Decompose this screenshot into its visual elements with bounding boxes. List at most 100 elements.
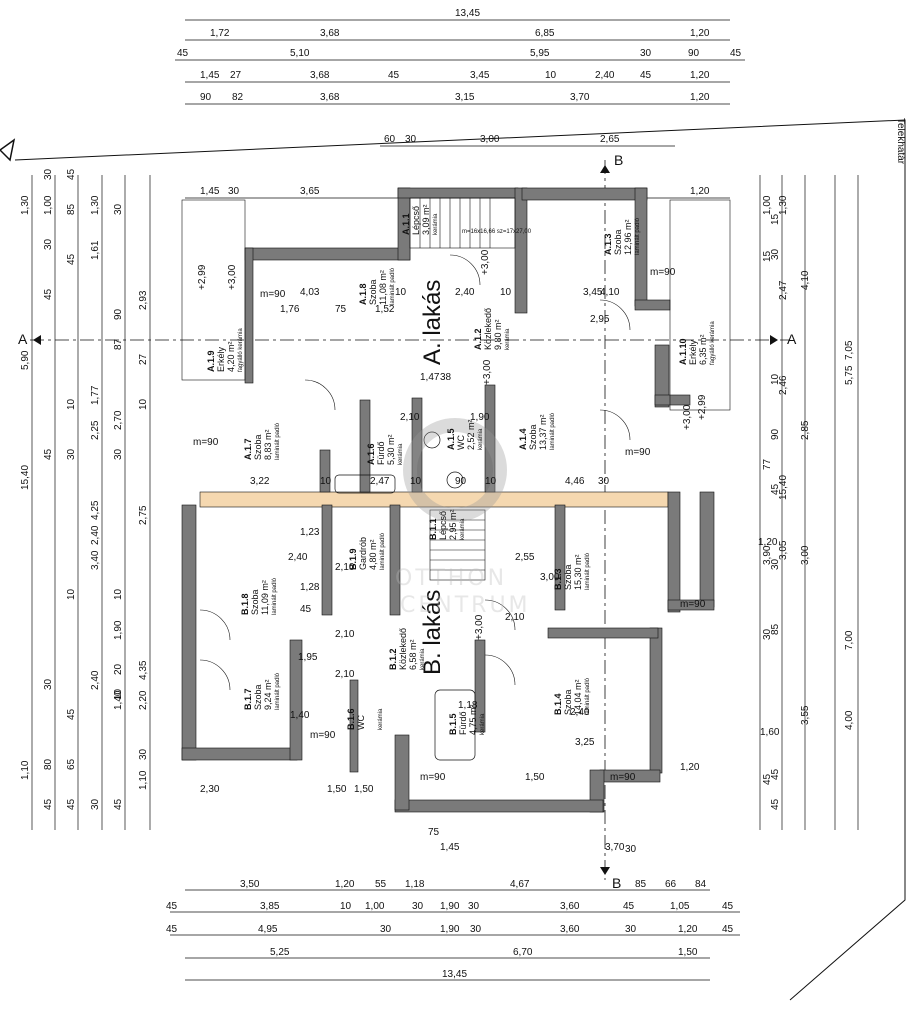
left-dim-value: 3,40	[90, 550, 101, 570]
left-dimensions	[31, 175, 151, 830]
level-value: +3,00	[682, 404, 693, 430]
room-floor: laminált padló	[390, 267, 396, 305]
room-name: Közlekedő	[483, 308, 493, 350]
room-code: A.1.3	[603, 233, 613, 255]
level-value: +2,99	[197, 264, 208, 290]
top-dim-value: 90	[200, 92, 212, 103]
left-dim-value: 30	[113, 203, 124, 215]
level-value: +2,99	[697, 394, 708, 420]
room-floor: kerámia	[460, 518, 466, 540]
room-code: B.1.4	[553, 693, 563, 715]
room-area: 9,80 m²	[493, 319, 503, 350]
room-area: 2,52 m²	[466, 419, 476, 450]
left-dim-value: 20	[113, 663, 124, 675]
section-a-arrow-left	[33, 335, 41, 345]
bottom-dim-value: 1,90	[440, 901, 460, 912]
inner-dim-value: 3,00	[540, 572, 560, 583]
bottom-dim-value: 3,50	[240, 879, 260, 890]
left-dim-value: 30	[43, 678, 54, 690]
room-code: B.1.8	[240, 593, 250, 615]
room-name: Szoba	[528, 424, 538, 450]
top-dim-value: 30	[228, 186, 240, 197]
left-dim-value: 80	[43, 758, 54, 770]
top-dim-value: 3,70	[570, 92, 590, 103]
top-dim-value: 3,68	[310, 70, 330, 81]
room-code: A.1.4	[518, 428, 528, 450]
inner-dim-value: 4,10	[600, 287, 620, 298]
left-dim-value: 1,61	[90, 240, 101, 260]
room-code: A.1.1	[401, 213, 411, 235]
section-b-arrow-top	[600, 165, 610, 173]
door-mark: m=90	[420, 772, 446, 783]
top-dim-value: 45	[177, 48, 189, 59]
inner-dim-value: 1,50	[327, 784, 347, 795]
inner-dim-value: 2,10	[400, 412, 420, 423]
left-dim-value: 10	[113, 588, 124, 600]
room-floor: kerámia	[505, 328, 511, 350]
property-boundary	[14, 119, 906, 1001]
left-dim-value: 30	[138, 748, 149, 760]
room-code: A.1.5	[446, 428, 456, 450]
inner-dim-value: 45	[300, 604, 312, 615]
inner-dim-value: 10	[485, 476, 497, 487]
left-dim-value: 10	[66, 398, 77, 410]
door-mark: m=90	[625, 447, 651, 458]
left-dim-value: 1,10	[20, 760, 31, 780]
inner-dim-value: 1,47	[420, 372, 440, 383]
left-dim-value: 45	[43, 288, 54, 300]
inner-dim-value: 2,10	[335, 669, 355, 680]
right-dim-value: 4,10	[800, 270, 811, 290]
right-dim-value: 85	[770, 623, 781, 635]
inner-dim-value: 1,95	[298, 652, 318, 663]
room-name: Lépcső	[438, 511, 448, 540]
left-dim-value: 27	[138, 353, 149, 365]
room-name: Szoba	[613, 229, 623, 255]
top-dim-value: 45	[640, 70, 652, 81]
inner-dim-value: 30	[598, 476, 610, 487]
left-dim-value: 45	[113, 798, 124, 810]
bottom-dim-value: 66	[665, 879, 677, 890]
room-code: A.1.9	[206, 350, 216, 372]
inner-dim-value: 10	[410, 476, 422, 487]
left-dim-value: 45	[66, 168, 77, 180]
room-floor: fagyálló kerámia	[710, 321, 716, 365]
inner-dim-value: 1,50	[354, 784, 374, 795]
room-floor: laminált padló	[272, 577, 278, 615]
bottom-dim-value: 10	[340, 901, 352, 912]
room-area: 15,30 m²	[573, 554, 583, 590]
left-dim-value: 2,70	[113, 410, 124, 430]
left-dim-value: 1,90	[113, 620, 124, 640]
room-area: 14,04 m²	[573, 679, 583, 715]
left-dim-value: 5,90	[20, 350, 31, 370]
right-dim-value: 2,46	[778, 375, 789, 395]
room-area: 13,37 m²	[538, 414, 548, 450]
left-dim-value: 2,40	[90, 670, 101, 690]
right-dim-value: 1,30	[778, 195, 789, 215]
bottom-dim-value: 45	[623, 901, 635, 912]
top-dim-value: 3,68	[320, 28, 340, 39]
toilet-icon	[446, 471, 464, 489]
right-dim-value: 7,00	[844, 630, 855, 650]
watermark-line1: OTTHON	[395, 566, 507, 591]
room-code: B.1.1	[428, 518, 438, 540]
room-name: Szoba	[253, 434, 263, 460]
room-floor: kerámia	[433, 213, 439, 235]
room-floor: laminált padló	[275, 672, 281, 710]
north-arrow-icon	[0, 138, 16, 162]
inner-dim-value: 1,28	[300, 582, 320, 593]
right-dim-value: 3,00	[800, 545, 811, 565]
room-area: 4,75 m²	[468, 704, 478, 735]
top-dim-value: 3,00	[480, 134, 500, 145]
room-area: 4,20 m²	[226, 341, 236, 372]
room-area: 8,83 m²	[263, 429, 273, 460]
door-mark: m=90	[610, 772, 636, 783]
left-dim-value: 1,30	[20, 195, 31, 215]
room-name: Erkély	[688, 339, 698, 365]
left-dim-value: 87	[113, 338, 124, 350]
inner-dim-value: 1,20	[680, 762, 700, 773]
door-swings	[199, 254, 631, 691]
room-name: WC	[456, 435, 466, 450]
